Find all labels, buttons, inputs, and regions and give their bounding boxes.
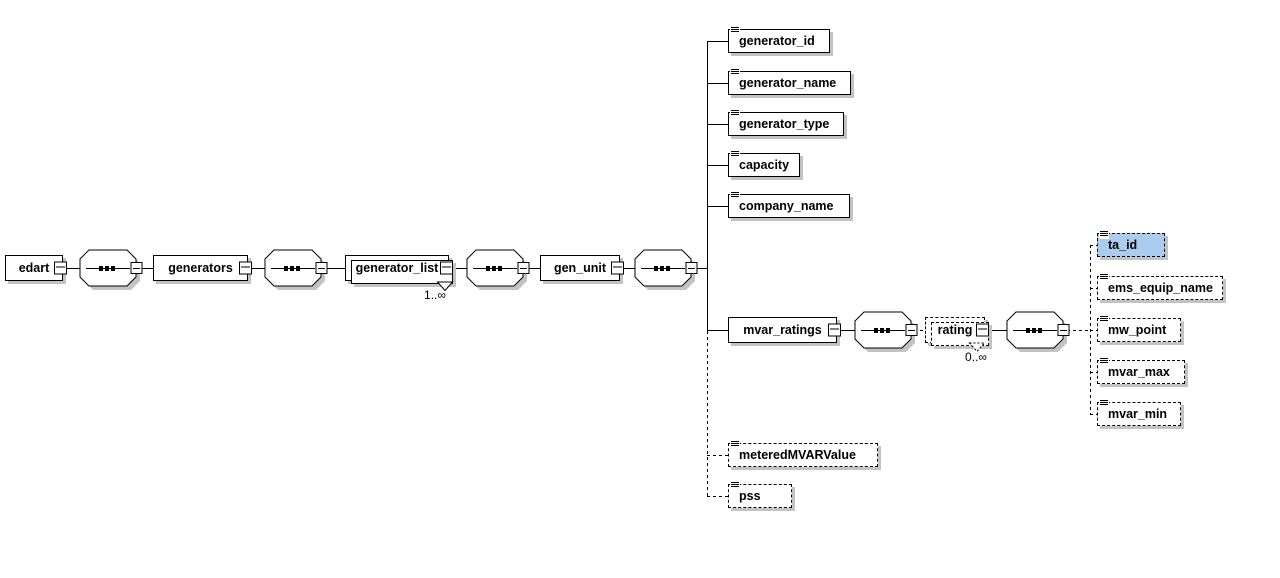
element-company-name[interactable]: company_name: [728, 191, 850, 218]
element-ems-equip-name[interactable]: ems_equip_name: [1097, 273, 1223, 300]
occurrence-label: 1..∞: [424, 288, 446, 302]
text-content-icon: [730, 109, 740, 118]
element-label: mvar_min: [1108, 407, 1168, 421]
element-meteredMVARValue[interactable]: meteredMVARValue: [728, 440, 878, 467]
element-generator-type[interactable]: generator_type: [728, 109, 844, 136]
element-mvar-min[interactable]: mvar_min: [1097, 399, 1181, 426]
element-pss[interactable]: pss: [728, 481, 792, 508]
element-label: generator_list: [355, 261, 439, 275]
sequence-icon[interactable]: [264, 245, 336, 291]
repeat-marker-icon: [968, 342, 986, 353]
text-content-icon: [1099, 399, 1109, 408]
text-content-icon: [730, 191, 740, 200]
element-label: ta_id: [1108, 238, 1138, 252]
text-content-icon: [1099, 357, 1109, 366]
text-content-icon: [730, 150, 740, 159]
element-label: mw_point: [1108, 323, 1167, 337]
collapse-toggle[interactable]: [976, 323, 989, 337]
element-label: ems_equip_name: [1108, 281, 1213, 295]
text-content-icon: [730, 26, 740, 35]
element-mvar-ratings[interactable]: mvar_ratings: [728, 317, 841, 343]
repeat-marker-icon: [436, 281, 454, 292]
element-label: generator_type: [739, 117, 830, 131]
element-label: rating: [937, 323, 973, 337]
element-label: gen_unit: [553, 261, 607, 275]
text-content-icon: [1099, 315, 1109, 324]
element-label: generator_id: [739, 34, 815, 48]
element-gen-unit[interactable]: gen_unit: [540, 255, 624, 281]
collapse-toggle[interactable]: [828, 323, 841, 337]
element-capacity[interactable]: capacity: [728, 150, 800, 177]
collapse-toggle[interactable]: [54, 261, 67, 275]
text-content-icon: [730, 440, 740, 449]
element-label: pss: [739, 489, 761, 503]
element-generators[interactable]: generators: [153, 255, 252, 281]
element-label: generators: [168, 261, 233, 275]
element-mw-point[interactable]: mw_point: [1097, 315, 1181, 342]
element-label: edart: [18, 261, 50, 275]
element-generator-list[interactable]: generator_list: [345, 255, 453, 284]
sequence-icon[interactable]: [854, 307, 926, 353]
sequence-icon[interactable]: [634, 245, 706, 291]
collapse-toggle[interactable]: [611, 261, 624, 275]
element-ta-id[interactable]: ta_id: [1097, 230, 1165, 257]
text-content-icon: [1099, 273, 1109, 282]
element-generator-id[interactable]: generator_id: [728, 26, 830, 53]
element-generator-name[interactable]: generator_name: [728, 68, 851, 95]
element-label: generator_name: [739, 76, 837, 90]
element-edart[interactable]: edart: [5, 255, 67, 281]
element-label: mvar_ratings: [743, 323, 822, 337]
text-content-icon: [730, 68, 740, 77]
element-mvar-max[interactable]: mvar_max: [1097, 357, 1185, 384]
text-content-icon: [1099, 230, 1109, 239]
sequence-icon[interactable]: [466, 245, 538, 291]
element-label: meteredMVARValue: [739, 448, 856, 462]
sequence-icon[interactable]: [1006, 307, 1078, 353]
element-label: company_name: [739, 199, 834, 213]
element-rating[interactable]: rating: [925, 317, 989, 346]
element-label: capacity: [739, 158, 790, 172]
collapse-toggle[interactable]: [239, 261, 252, 275]
sequence-icon[interactable]: [79, 245, 151, 291]
element-label: mvar_max: [1108, 365, 1170, 379]
collapse-toggle[interactable]: [440, 261, 453, 275]
text-content-icon: [730, 481, 740, 490]
occurrence-label: 0..∞: [965, 350, 987, 364]
